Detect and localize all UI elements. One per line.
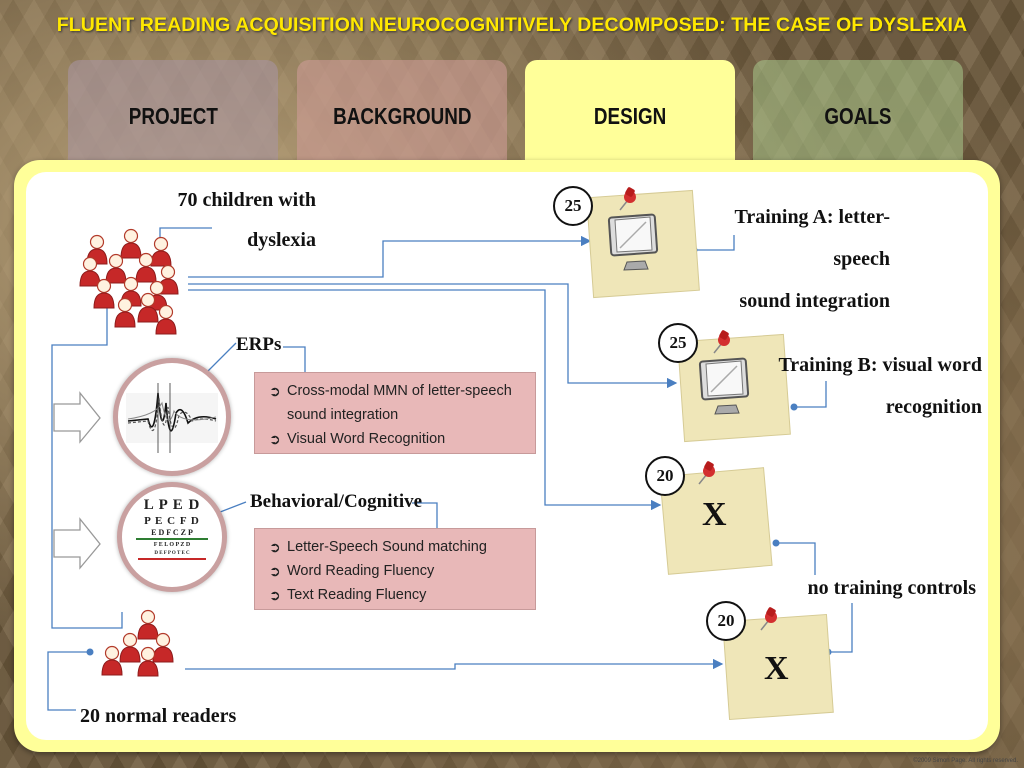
behavioral-measures-box: ➲Letter-Speech Sound matching ➲Word Read…	[254, 528, 536, 610]
hollow-arrow-erp	[53, 391, 101, 444]
dyslexia-group-label: 70 children with dyslexia	[177, 189, 316, 251]
line-normal-controls-label	[828, 603, 853, 653]
count-training-b: 25	[658, 323, 698, 363]
line-training-b-label	[794, 381, 827, 408]
normal-readers-group-icon	[101, 609, 174, 677]
erp-item: ➲Cross-modal MMN of letter-speech sound …	[269, 379, 525, 427]
no-training-mark-normal: X	[764, 650, 789, 687]
line-behav-box	[412, 502, 438, 530]
behav-item: ➲Word Reading Fluency	[269, 559, 525, 583]
line-to-training-a	[188, 235, 592, 278]
erp-label: ERPs	[236, 334, 282, 355]
behav-item: ➲Letter-Speech Sound matching	[269, 535, 525, 559]
count-controls: 20	[645, 456, 685, 496]
arrow-bullet-icon: ➲	[269, 587, 281, 603]
line-group-split	[51, 307, 123, 629]
line-controls-label	[776, 542, 816, 575]
eye-chart-row-5: D E F P O T E C	[138, 550, 206, 560]
eye-chart-row-4: F E L O P Z D	[153, 542, 191, 548]
erp-measures-box: ➲Cross-modal MMN of letter-speech sound …	[254, 372, 536, 454]
note-training-b	[677, 333, 791, 443]
training-b-label: Training B: visual word recognition	[778, 354, 982, 418]
copyright-notice: ©2009 Simon Page. All rights reserved.	[913, 758, 1018, 764]
line-normal-label	[47, 651, 90, 711]
line-to-training-b	[188, 283, 678, 389]
normal-readers-label: 20 normal readers	[80, 705, 237, 727]
note-training-a	[586, 189, 700, 299]
no-training-mark: X	[702, 496, 727, 533]
line-to-controls	[188, 289, 662, 511]
count-training-a: 25	[553, 186, 593, 226]
erp-waveform-image	[113, 358, 231, 476]
arrow-bullet-icon: ➲	[269, 563, 281, 579]
erp-item: ➲Visual Word Recognition	[269, 427, 525, 451]
behavioral-label: Behavioral/Cognitive	[250, 491, 423, 512]
arrow-bullet-icon: ➲	[269, 539, 281, 555]
tab-project[interactable]: PROJECT	[68, 60, 278, 172]
hollow-arrow-behav	[53, 517, 101, 570]
page-title: FLUENT READING ACQUISITION NEUROCOGNITIV…	[56, 14, 968, 36]
pushpin-icons	[619, 187, 777, 631]
training-a-label: Training A: letter-speech sound integrat…	[734, 206, 890, 312]
line-erp-box	[283, 346, 306, 373]
line-to-normal-controls	[185, 658, 724, 670]
eye-chart-row-1: L P E D	[143, 497, 201, 513]
eye-chart-row-2: P E C F D	[144, 515, 200, 527]
arrow-bullet-icon: ➲	[269, 431, 281, 447]
tab-goals[interactable]: GOALS	[753, 60, 963, 172]
tab-background[interactable]: BACKGROUND	[297, 60, 507, 172]
eye-chart-row-3: E D F C Z P	[136, 528, 208, 540]
arrow-bullet-icon: ➲	[269, 383, 281, 399]
eye-chart-image: L P E D P E C F D E D F C Z P F E L O P …	[117, 482, 227, 592]
behav-item: ➲Text Reading Fluency	[269, 583, 525, 607]
line-training-a-label	[694, 235, 735, 251]
no-training-controls-label: no training controls	[807, 577, 976, 599]
count-normal-controls: 20	[706, 601, 746, 641]
